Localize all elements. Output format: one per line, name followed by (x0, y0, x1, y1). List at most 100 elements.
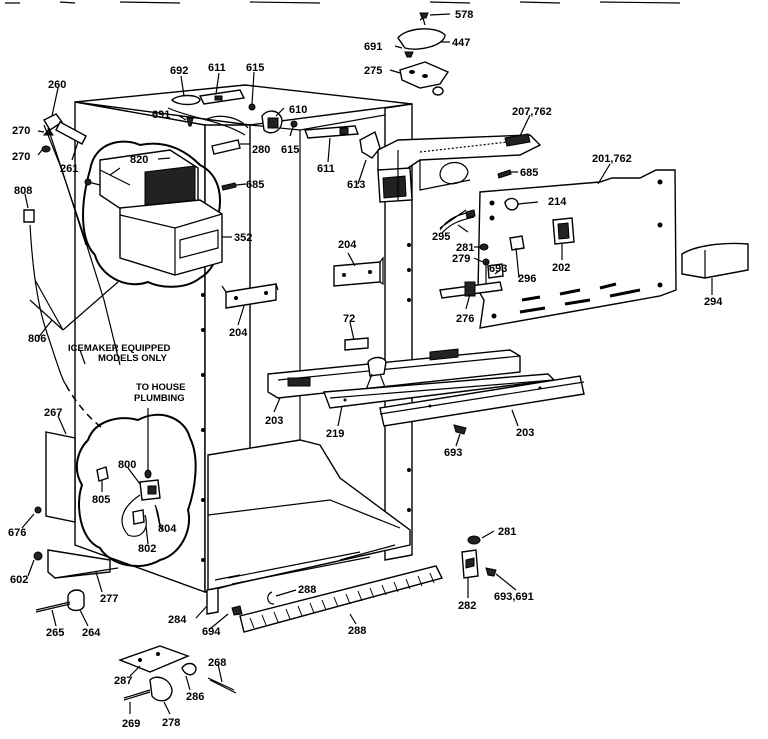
screw-676 (34, 506, 42, 514)
callout-295: 295 (432, 231, 450, 243)
callout-265: 265 (46, 627, 64, 639)
callout-691-top: 691 (364, 41, 382, 53)
screw-693 (485, 567, 497, 577)
callout-207-762: 207,762 (512, 106, 552, 118)
plumbing-note-line2: PLUMBING (134, 393, 185, 404)
base-grille-parts (206, 565, 444, 633)
pin-269 (123, 689, 151, 701)
bracket-277 (47, 549, 111, 579)
screw-615-b (290, 120, 298, 128)
panel-267 (45, 431, 76, 523)
water-line-parts (41, 113, 121, 366)
ice-bucket (119, 199, 223, 276)
screw-578 (419, 12, 429, 19)
callout-613: 613 (347, 179, 365, 191)
callout-294: 294 (704, 296, 723, 308)
screws-685 (221, 169, 512, 191)
rails (267, 348, 585, 427)
screw-602 (33, 551, 43, 561)
bolt-268 (207, 677, 237, 694)
callout-282: 282 (458, 600, 476, 612)
callout-693-691: 693,691 (494, 591, 534, 603)
clip-270 (41, 145, 51, 153)
clip-288 (267, 591, 275, 605)
tube-808 (23, 209, 35, 223)
grille-288 (239, 565, 444, 633)
part-284 (206, 587, 219, 615)
callout-808: 808 (14, 185, 32, 197)
bracket-204-right (333, 261, 381, 287)
callout-611-a: 611 (208, 62, 226, 74)
callout-219: 219 (326, 428, 344, 440)
callout-578: 578 (455, 9, 473, 21)
callout-800: 800 (118, 459, 136, 471)
callout-202: 202 (552, 262, 570, 274)
callout-281-a: 281 (456, 242, 474, 254)
callout-278: 278 (162, 717, 180, 729)
leader-lines (21, 13, 713, 715)
switch-296 (509, 235, 525, 251)
flange-screw-dots (201, 243, 411, 562)
fan-blade-613 (359, 130, 381, 159)
callout-269: 269 (122, 718, 140, 730)
callout-802: 802 (138, 543, 156, 555)
screw-615-a (248, 103, 256, 111)
hinge-parts-top (397, 12, 450, 96)
plumbing-callout-cloud (75, 413, 197, 567)
callout-275: 275 (364, 65, 382, 77)
callout-296: 296 (518, 273, 536, 285)
screw-685-a (221, 182, 237, 191)
fill-tube (55, 121, 87, 145)
callout-611-b: 611 (317, 163, 335, 175)
bottom-hinge-parts (461, 535, 497, 579)
cover-294 (681, 242, 749, 279)
callout-277: 277 (100, 593, 118, 605)
callout-676: 676 (8, 527, 26, 539)
callout-602: 602 (10, 574, 28, 586)
callout-268: 268 (208, 657, 226, 669)
fan-shroud (439, 162, 469, 185)
part-280 (211, 139, 241, 155)
callout-615-b: 615 (281, 144, 299, 156)
callout-685-a: 685 (246, 179, 264, 191)
callout-820: 820 (130, 154, 148, 166)
screw-693-b (453, 424, 467, 435)
callout-204-right: 204 (338, 239, 357, 251)
hinge-cover-447 (397, 28, 446, 50)
callout-694: 694 (202, 626, 221, 638)
cabinet-floor (207, 439, 411, 591)
callout-260: 260 (48, 79, 66, 91)
rail-203-lower (379, 375, 585, 427)
rod-265 (35, 601, 71, 613)
callout-615-a: 615 (246, 62, 264, 74)
callout-203-upper: 203 (265, 415, 283, 427)
callout-447: 447 (452, 37, 470, 49)
part-72 (344, 337, 369, 351)
callout-204-left: 204 (229, 327, 248, 339)
roller-assembly (118, 645, 237, 702)
callout-805: 805 (92, 494, 110, 506)
callout-286: 286 (186, 691, 204, 703)
callout-288-grille: 288 (348, 625, 366, 637)
top-mounted-parts (167, 89, 381, 159)
callout-276: 276 (456, 313, 474, 325)
callout-281-b: 281 (498, 526, 516, 538)
knob-214 (504, 197, 519, 211)
panel-small-parts (439, 209, 504, 299)
callout-692: 692 (170, 65, 188, 77)
callout-691-b: 691 (152, 109, 170, 121)
roller-264 (67, 589, 85, 612)
callout-288-clip: 288 (298, 584, 316, 596)
callout-72: 72 (343, 313, 355, 325)
callout-270-b: 270 (12, 151, 30, 163)
callout-806: 806 (28, 333, 46, 345)
control-panel-201 (477, 169, 677, 329)
plate-287 (118, 645, 190, 673)
screw-691-b (186, 117, 194, 127)
water-supply-tube (23, 209, 106, 431)
callout-284: 284 (168, 614, 187, 626)
water-line-dashed (65, 384, 106, 431)
callout-804: 804 (158, 523, 177, 535)
evaporator-fan-assembly (377, 133, 542, 203)
